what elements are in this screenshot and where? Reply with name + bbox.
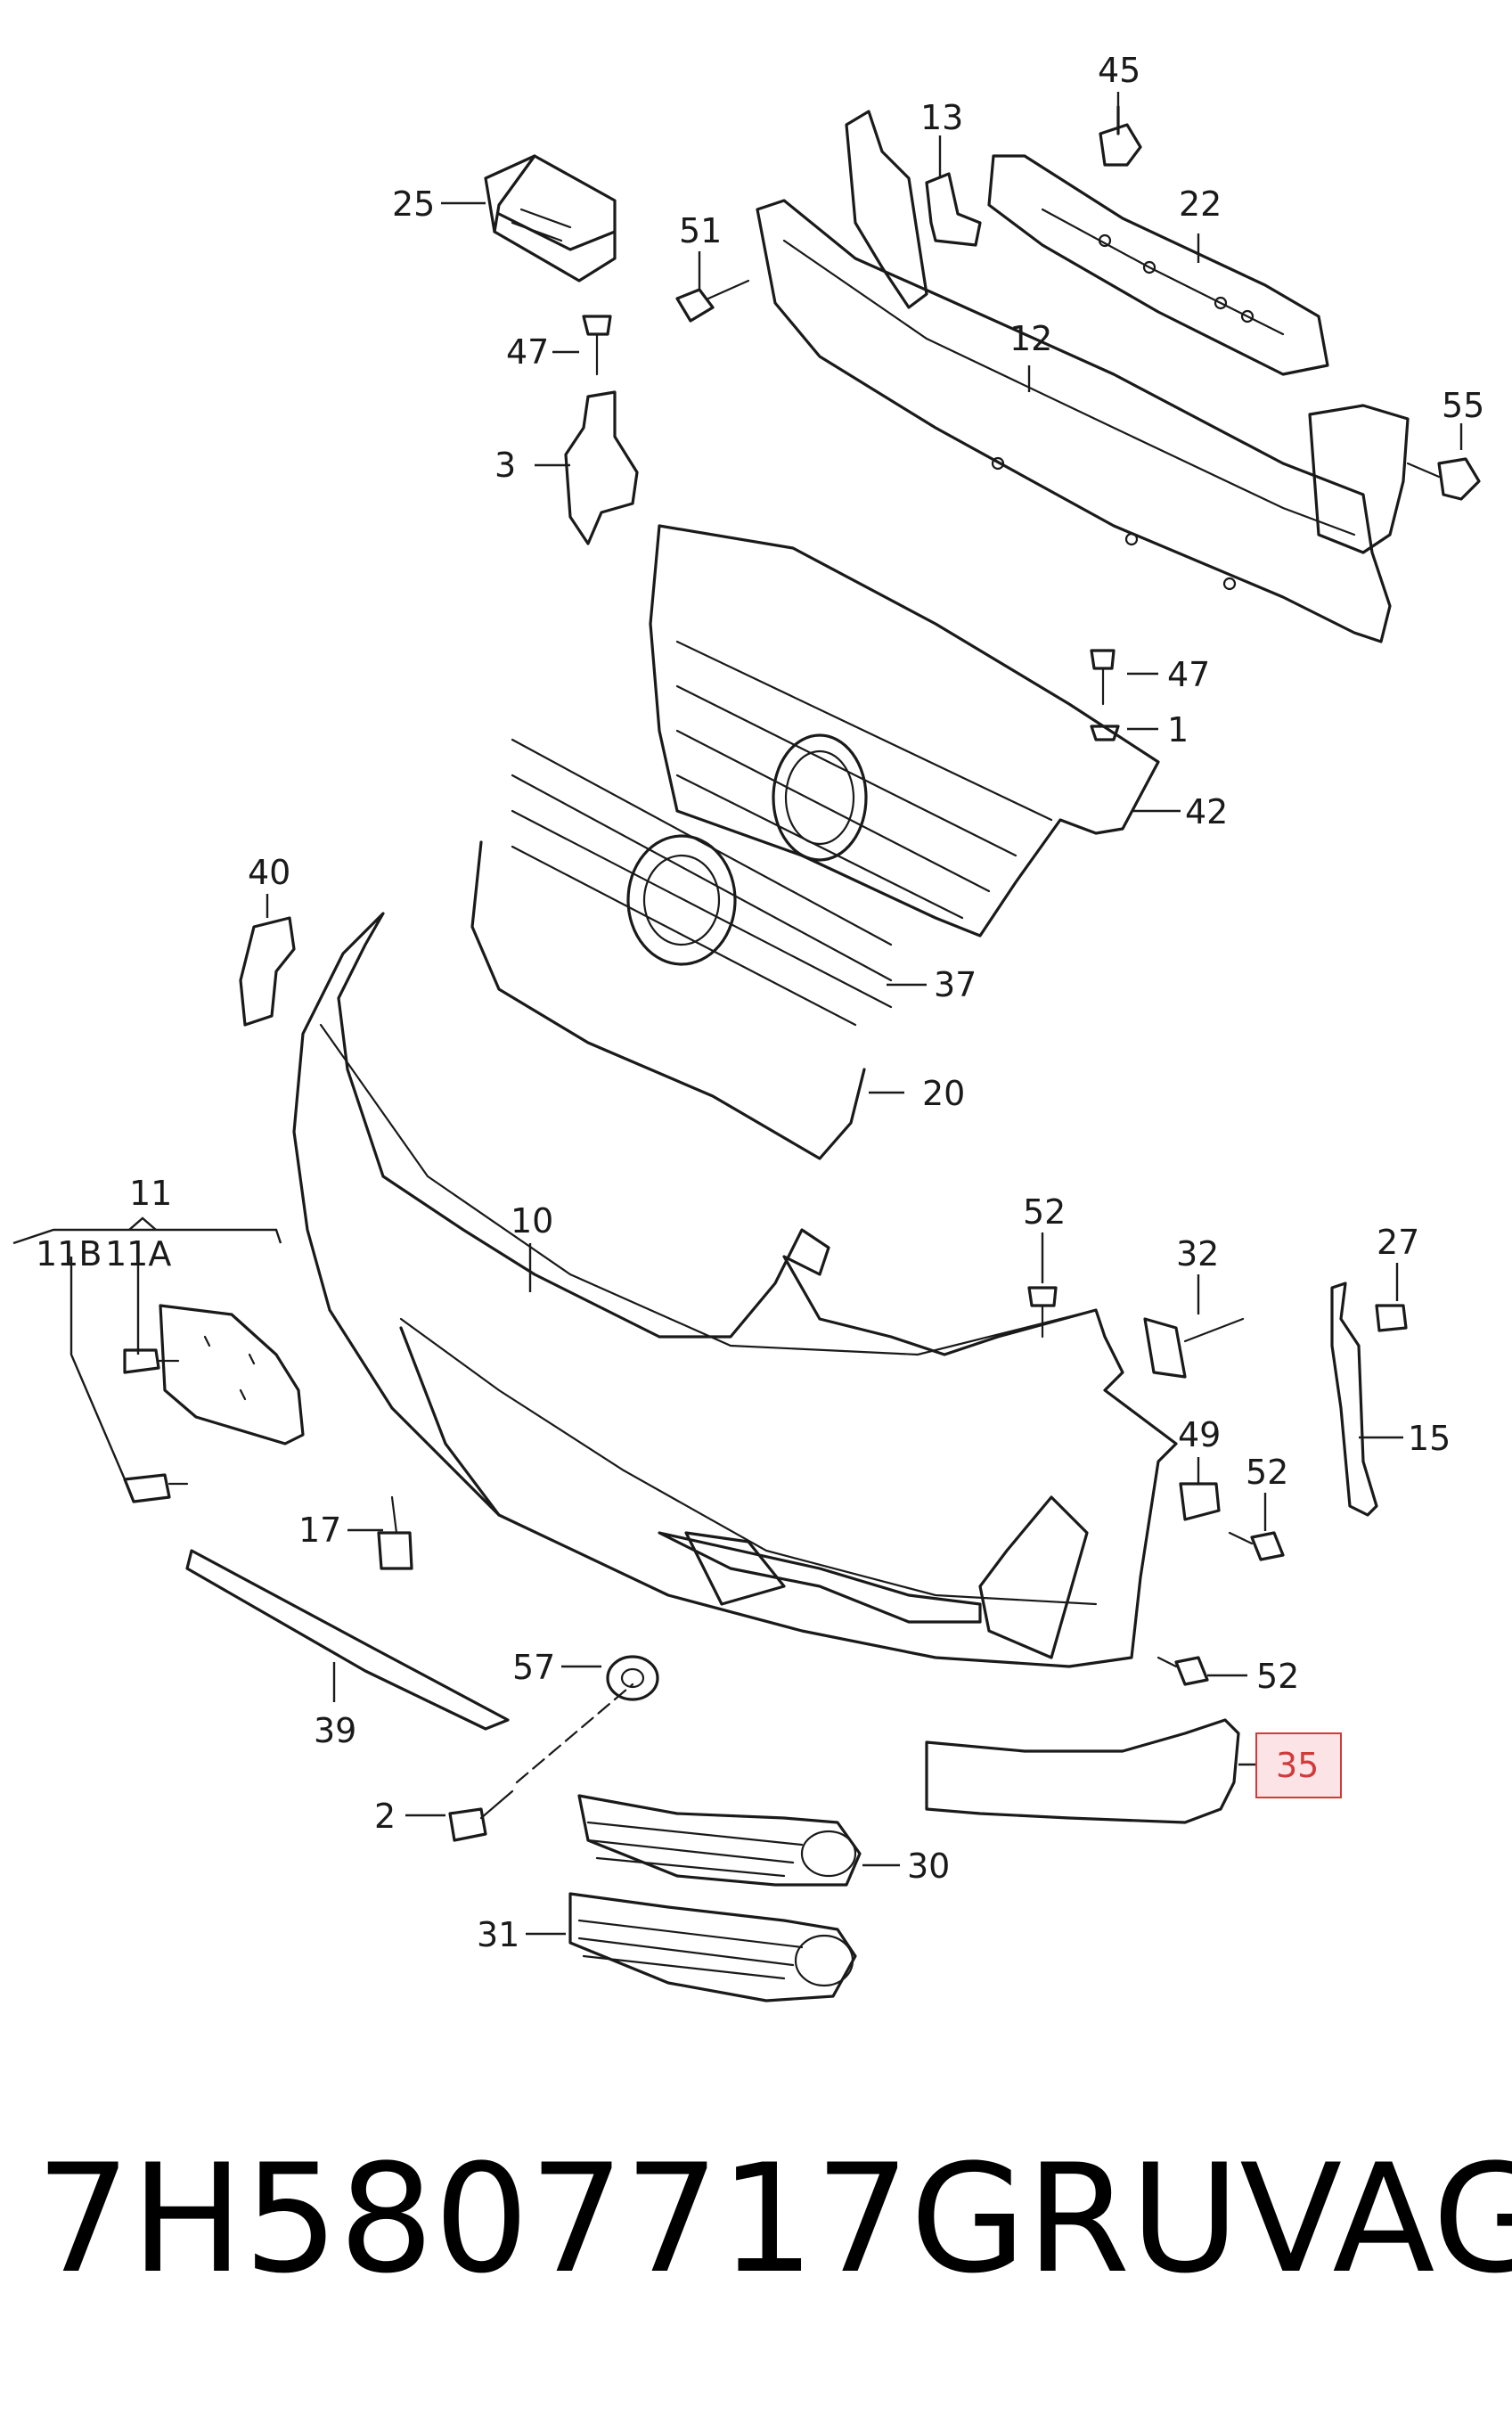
part-number: 7H5807717GRU — [36, 2132, 1240, 2306]
callout-12: 12 — [1009, 319, 1052, 358]
callout-35-highlight-box — [1255, 1732, 1342, 1798]
part-35-trim — [925, 1718, 1240, 1824]
part-11b-clip — [123, 1473, 189, 1503]
part-10-bumper — [292, 912, 1178, 1668]
callout-52-top: 52 — [1023, 1192, 1066, 1232]
part-27-nut — [1375, 1304, 1408, 1332]
callout-55: 55 — [1442, 386, 1484, 425]
callout-17: 17 — [298, 1511, 341, 1550]
part-52-screw-c — [1156, 1656, 1209, 1686]
callout-51: 51 — [679, 211, 722, 250]
callout-3: 3 — [494, 446, 516, 485]
callout-25: 25 — [392, 184, 435, 224]
part-52-screw-a — [1027, 1286, 1058, 1339]
part-30-fog-grille — [577, 1794, 862, 1887]
callout-47-right: 47 — [1167, 655, 1210, 694]
callout-27: 27 — [1377, 1223, 1419, 1262]
part-22-absorber — [987, 154, 1329, 376]
part-52-screw-b — [1228, 1531, 1285, 1561]
callout-22: 22 — [1179, 184, 1222, 224]
callout-42: 42 — [1185, 792, 1228, 831]
part-1-nut — [1090, 725, 1120, 741]
callout-47-top: 47 — [506, 332, 549, 372]
part-20-trim — [470, 840, 866, 1160]
callout-45: 45 — [1098, 51, 1140, 90]
part-47-screw — [582, 315, 612, 376]
part-32-stud — [1143, 1317, 1245, 1379]
part-25-bracket — [484, 154, 617, 283]
part-12-carrier — [756, 110, 1410, 643]
part-15-bracket — [1330, 1282, 1378, 1517]
callout-20: 20 — [922, 1074, 965, 1113]
callout-31: 31 — [477, 1915, 519, 1954]
callout-52-bottom: 52 — [1256, 1657, 1299, 1696]
callout-40: 40 — [248, 853, 290, 892]
callout-39: 39 — [314, 1711, 356, 1750]
part-11-plate-holder — [159, 1304, 305, 1445]
callout-11: 11 — [129, 1174, 172, 1213]
callout-13: 13 — [920, 98, 963, 137]
footer: 7H5807717GRU VAG — [36, 2121, 1512, 2317]
part-47-screw-right — [1090, 649, 1116, 706]
part-13-bracket — [925, 172, 982, 247]
part-3-bracket — [564, 390, 639, 545]
callout-11b: 11B — [36, 1234, 102, 1273]
brand-name: VAG — [1239, 2132, 1512, 2306]
part-42-grille-upper — [649, 524, 1160, 938]
leader-lines — [12, 92, 1463, 1936]
callout-49: 49 — [1178, 1415, 1221, 1454]
part-55-bolt — [1406, 457, 1481, 501]
callout-52-mid: 52 — [1246, 1453, 1288, 1492]
part-45-clip — [1099, 105, 1142, 167]
callout-10: 10 — [511, 1201, 553, 1241]
part-39-strip — [185, 1549, 510, 1731]
callout-1: 1 — [1167, 710, 1189, 749]
callout-37: 37 — [934, 965, 977, 1004]
part-11a-clip — [123, 1348, 180, 1374]
part-51-bolt — [675, 279, 750, 323]
callout-15: 15 — [1408, 1419, 1451, 1458]
part-37-grille-lower — [511, 738, 893, 1027]
part-57-washer — [606, 1655, 659, 1701]
callout-35: 35 — [1276, 1746, 1319, 1785]
part-40-bracket — [239, 916, 296, 1027]
part-49-clip — [1179, 1482, 1221, 1521]
callout-57: 57 — [512, 1648, 555, 1687]
part-17-bolt — [377, 1495, 413, 1570]
part-2-screw — [448, 1683, 634, 1842]
part-31-fog-grille — [568, 1892, 857, 2002]
callout-30: 30 — [907, 1847, 950, 1886]
callout-11a: 11A — [105, 1234, 171, 1273]
callout-32: 32 — [1176, 1234, 1219, 1273]
callout-2: 2 — [374, 1797, 396, 1836]
